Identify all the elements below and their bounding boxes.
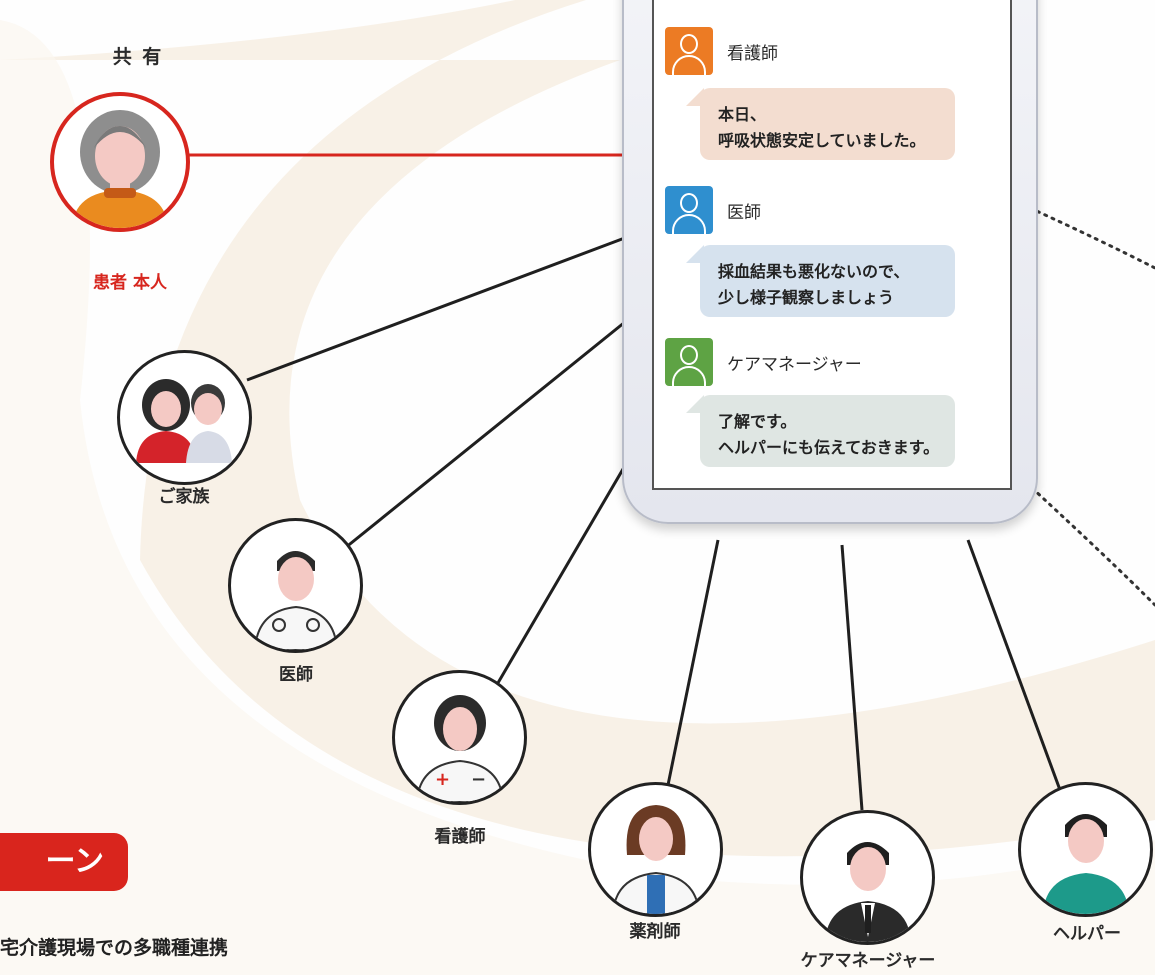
doctor-icon xyxy=(665,186,713,234)
chat-bubble-nurse: 本日、 呼吸状態安定していました。 xyxy=(686,88,955,160)
chat-line: 了解です。 xyxy=(718,412,797,431)
nurse-label: 看護師 xyxy=(434,827,486,847)
chat-line: ヘルパーにも伝えておきます。 xyxy=(718,438,940,457)
chat-name-nurse: 看護師 xyxy=(727,43,778,64)
svg-text:−: − xyxy=(471,769,486,790)
helper-link-line xyxy=(966,539,1062,791)
nurse-avatar: + − xyxy=(392,670,527,805)
doctor-person-icon xyxy=(253,551,339,650)
patient-icon xyxy=(72,110,168,228)
helper-person-icon xyxy=(1043,814,1129,914)
chat-header-care-manager: ケアマネージャー xyxy=(665,338,862,386)
family-label: ご家族 xyxy=(158,487,210,507)
chat-header-doctor: 医師 xyxy=(665,186,761,234)
nurse-person-icon: + − xyxy=(415,695,505,802)
nurse-icon xyxy=(665,27,713,75)
chat-line: 採血結果も悪化ないので、 xyxy=(718,262,910,281)
chat-line: 呼吸状態安定していました。 xyxy=(718,131,926,150)
family-link-line xyxy=(246,234,631,382)
section-caption: 宅介護現場での多職種連携 xyxy=(0,937,229,959)
pharmacist-person-icon xyxy=(611,805,701,914)
dotted-link-lower xyxy=(1030,486,1155,607)
chat-name-care-manager: ケアマネージャー xyxy=(727,354,862,375)
pharmacist-label: 薬剤師 xyxy=(629,922,681,942)
doctor-label: 医師 xyxy=(279,665,313,685)
helper-avatar xyxy=(1018,782,1153,917)
care-manager-label: ケアマネージャー xyxy=(800,951,936,971)
svg-text:+: + xyxy=(435,769,450,790)
doctor-avatar xyxy=(228,518,363,653)
care-manager-icon xyxy=(665,338,713,386)
family-icon xyxy=(136,379,232,463)
chat-bubble-doctor: 採血結果も悪化ないので、 少し様子観察しましょう xyxy=(686,245,955,317)
nurse-link-line xyxy=(493,439,642,689)
family-avatar xyxy=(117,350,252,485)
helper-label: ヘルパー xyxy=(1053,924,1121,944)
chat-header-nurse: 看護師 xyxy=(665,27,778,75)
section-tag: ーン xyxy=(0,833,128,891)
chat-name-doctor: 医師 xyxy=(727,202,761,223)
patient-avatar xyxy=(50,92,190,232)
pharmacist-link-line xyxy=(666,539,720,786)
care-manager-link-line xyxy=(840,544,864,811)
pharmacist-avatar xyxy=(588,782,723,917)
chat-line: 少し様子観察しましょう xyxy=(718,288,895,307)
shared-label: 共 有 xyxy=(112,46,164,68)
chat-line: 本日、 xyxy=(718,105,767,124)
doctor-link-line xyxy=(344,316,631,550)
patient-label: 患者 本人 xyxy=(93,273,167,293)
care-manager-person-icon xyxy=(825,842,911,942)
care-manager-avatar xyxy=(800,810,935,945)
chat-bubble-care-manager: 了解です。 ヘルパーにも伝えておきます。 xyxy=(686,395,955,467)
dotted-link-upper xyxy=(1028,206,1155,270)
